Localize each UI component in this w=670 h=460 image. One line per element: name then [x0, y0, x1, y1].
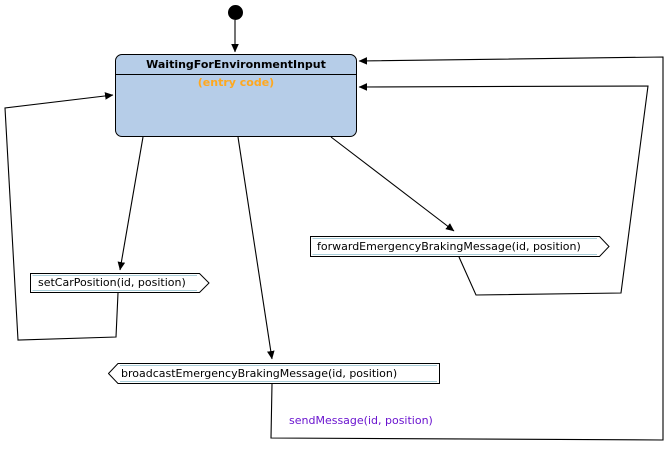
signal-set-car-position[interactable]: setCarPosition(id, position) [30, 273, 210, 293]
transition-setcarposition-to-state [4, 92, 119, 341]
signal-forward-emergency-braking-message[interactable]: forwardEmergencyBrakingMessage(id, posit… [310, 236, 610, 257]
transition-state-to-forward [330, 136, 455, 232]
signal-label: broadcastEmergencyBrakingMessage(id, pos… [121, 367, 398, 380]
transition-broadcast-to-state [270, 56, 664, 441]
edge-label-send-message: sendMessage(id, position) [289, 414, 433, 427]
signal-shape-right-point [30, 273, 210, 293]
state-title: WaitingForEnvironmentInput [116, 55, 356, 75]
state-waitingforenvironmentinput[interactable]: WaitingForEnvironmentInput (entry code) [115, 54, 357, 137]
signal-broadcast-emergency-braking-message[interactable]: broadcastEmergencyBrakingMessage(id, pos… [108, 363, 440, 384]
transition-forward-to-state [358, 83, 649, 296]
signal-shape-right-point [310, 236, 610, 257]
signal-label: forwardEmergencyBrakingMessage(id, posit… [317, 240, 581, 253]
transition-state-to-setcarposition [117, 136, 144, 271]
signal-label: setCarPosition(id, position) [38, 276, 186, 289]
state-entry-code: (entry code) [197, 76, 275, 89]
signal-shape-left-notch [108, 363, 440, 384]
transition-state-to-broadcast [237, 136, 275, 360]
initial-pseudostate-icon [228, 5, 243, 20]
